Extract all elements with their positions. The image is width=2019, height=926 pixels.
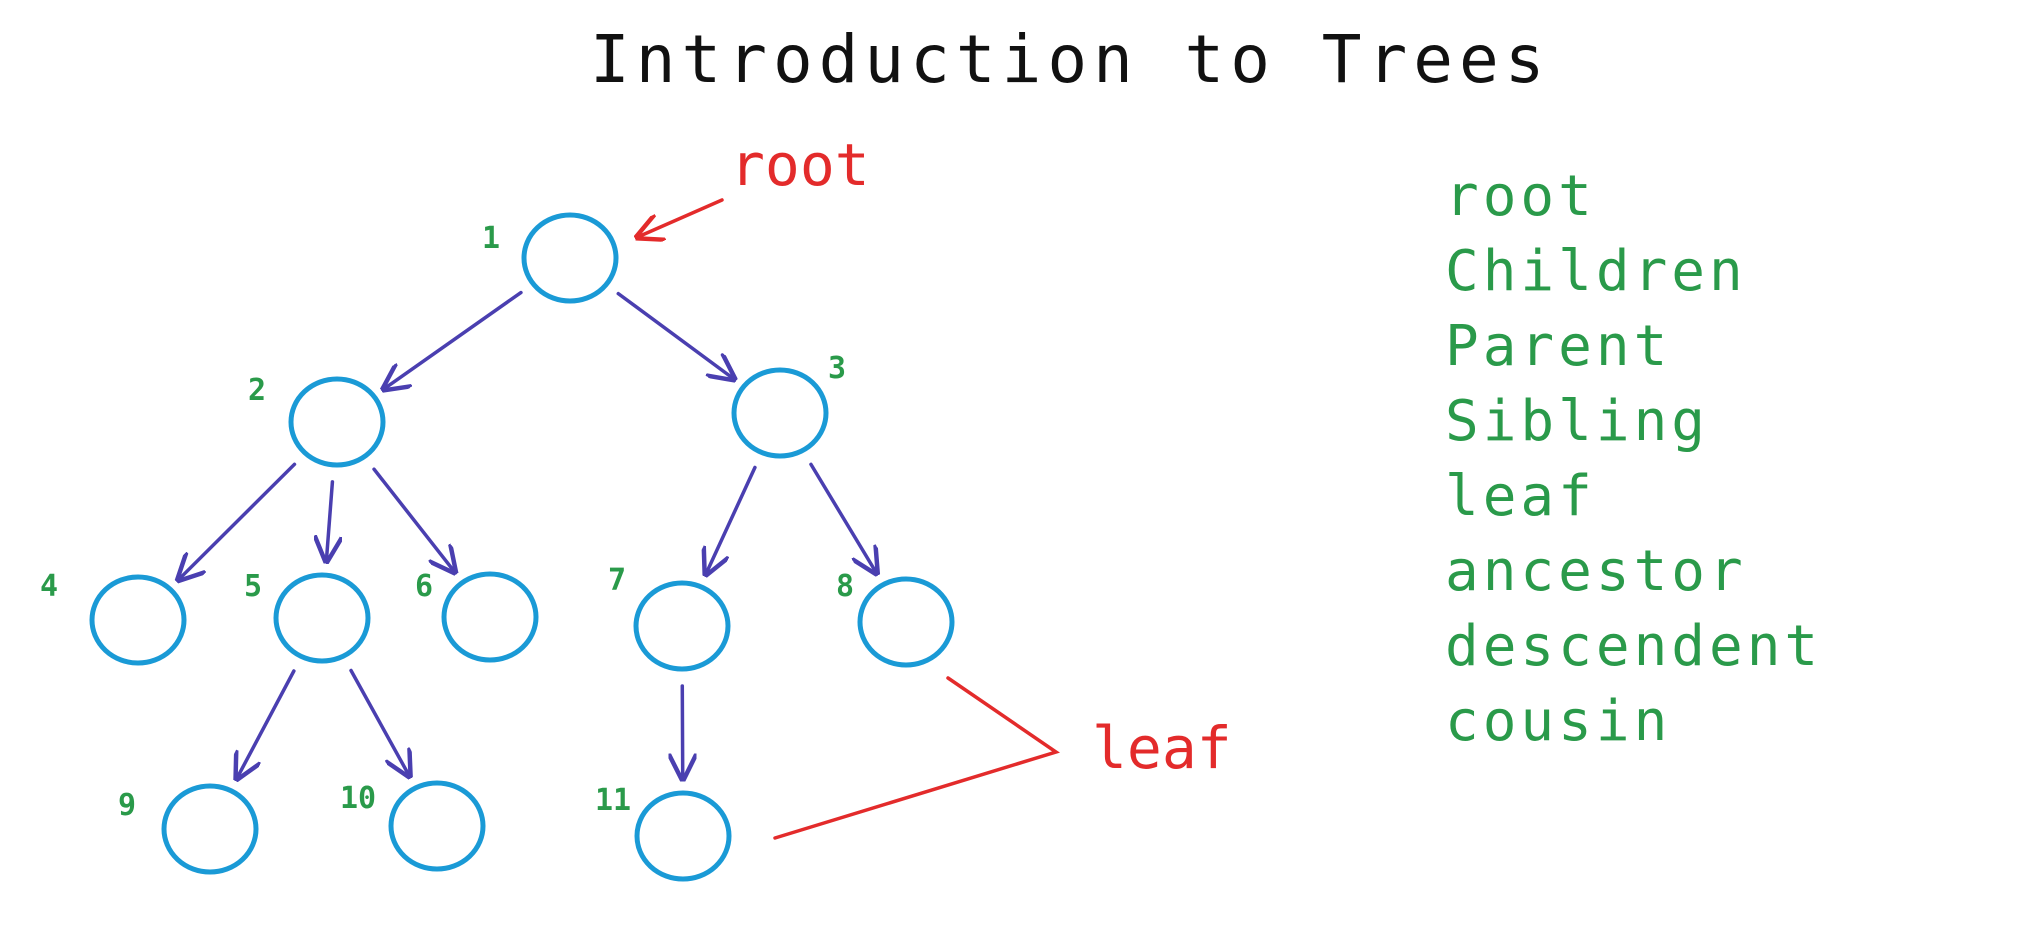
node-number-label: 2 bbox=[248, 373, 266, 408]
node-number-label: 8 bbox=[836, 569, 854, 604]
root-callout-arrow bbox=[640, 198, 724, 236]
tree-node-9: 9 bbox=[118, 783, 259, 875]
root-callout-label: root bbox=[730, 131, 870, 199]
leaf-callout-bracket bbox=[773, 676, 1060, 840]
edges-layer bbox=[181, 290, 875, 776]
node-circle bbox=[857, 576, 955, 668]
tree-node-10: 10 bbox=[340, 780, 486, 872]
node-circle bbox=[634, 790, 732, 882]
node-number-label: 10 bbox=[340, 781, 376, 816]
tree-node-7: 7 bbox=[608, 563, 731, 672]
term-leaf: leaf bbox=[1445, 464, 1596, 529]
node-number-label: 4 bbox=[40, 569, 58, 604]
tree-node-4: 4 bbox=[40, 569, 187, 666]
node-number-label: 1 bbox=[482, 221, 500, 256]
tree-node-11: 11 bbox=[595, 783, 732, 882]
edge-3-7 bbox=[707, 465, 757, 572]
term-sibling: Sibling bbox=[1445, 389, 1709, 454]
term-descendent: descendent bbox=[1445, 614, 1822, 679]
edge-2-5 bbox=[327, 480, 333, 558]
edge-5-10 bbox=[349, 668, 408, 774]
term-ancestor: ancestor bbox=[1445, 539, 1747, 604]
edge-2-4 bbox=[181, 462, 297, 577]
node-circle bbox=[388, 780, 486, 872]
root-callout: root bbox=[640, 131, 870, 236]
node-number-label: 11 bbox=[595, 783, 631, 818]
node-number-label: 6 bbox=[415, 569, 433, 604]
node-circle bbox=[89, 574, 187, 666]
node-circle bbox=[273, 572, 371, 664]
term-parent: Parent bbox=[1445, 314, 1671, 379]
node-number-label: 9 bbox=[118, 788, 136, 823]
node-circle bbox=[633, 580, 731, 672]
node-number-label: 7 bbox=[608, 563, 626, 598]
tree-node-8: 8 bbox=[836, 569, 955, 668]
leaf-callout: leaf bbox=[773, 676, 1232, 840]
tree-node-5: 5 bbox=[244, 569, 371, 664]
edge-5-9 bbox=[238, 669, 296, 776]
tree-node-2: 2 bbox=[248, 373, 386, 468]
node-circle bbox=[161, 783, 259, 875]
node-number-label: 3 bbox=[828, 351, 846, 386]
edge-1-2 bbox=[386, 290, 523, 388]
tree-node-3: 3 bbox=[731, 351, 846, 459]
tree-node-1: 1 bbox=[482, 212, 619, 304]
leaf-callout-label: leaf bbox=[1092, 714, 1232, 782]
node-number-label: 5 bbox=[244, 569, 262, 604]
term-cousin: cousin bbox=[1445, 689, 1671, 754]
node-circle bbox=[521, 212, 619, 304]
node-circle bbox=[731, 367, 829, 459]
edge-2-6 bbox=[372, 467, 453, 570]
term-children: Children bbox=[1445, 239, 1747, 304]
tree-node-6: 6 bbox=[415, 569, 539, 663]
edge-3-8 bbox=[809, 462, 875, 570]
edge-1-3 bbox=[616, 291, 731, 378]
term-root: root bbox=[1445, 164, 1596, 229]
diagram-title: Introduction to Trees bbox=[590, 21, 1550, 98]
nodes-layer: 1 2 3 4 5 6 7 8 9 10 11 bbox=[40, 212, 955, 882]
node-circle bbox=[288, 376, 386, 468]
node-circle bbox=[441, 571, 539, 663]
